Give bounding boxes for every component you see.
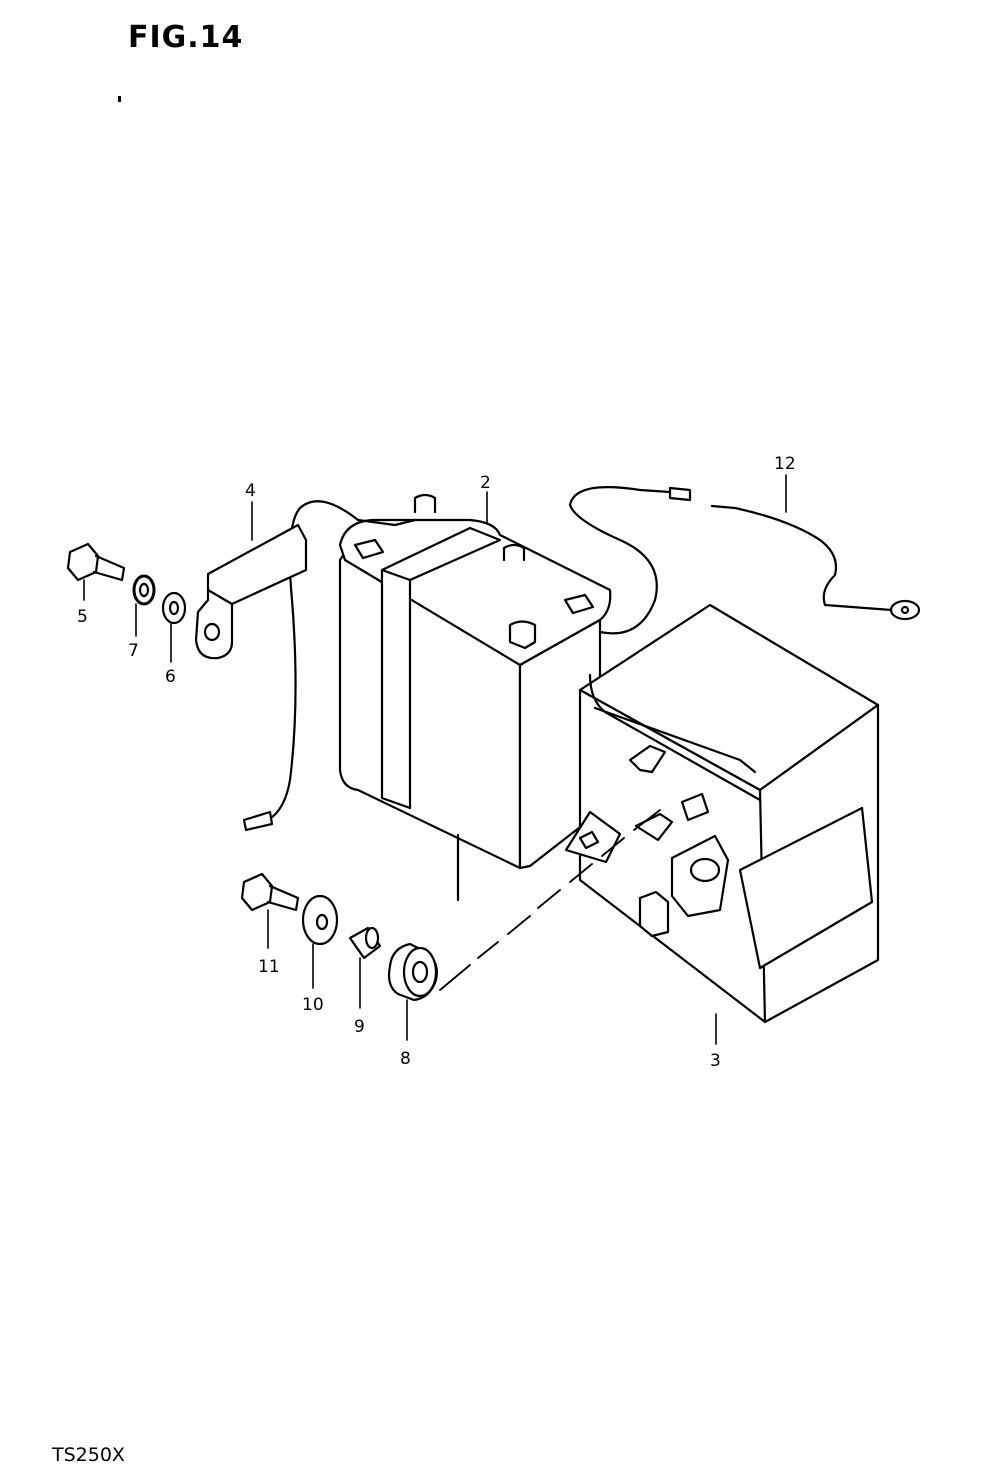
callout-5: 5 [77,607,88,627]
callout-6: 6 [165,667,176,687]
spacer-icon [348,926,382,960]
bracket-icon [194,523,308,660]
lead-wire-icon [242,500,417,832]
figure-title: FIG.14 [128,20,244,55]
lead-wire-icon [568,486,921,635]
callout-7: 7 [128,641,139,661]
bolt-icon [240,872,300,912]
washer-icon [132,574,156,606]
scan-dot [118,96,121,102]
leader-lines [83,474,787,1045]
callout-10: 10 [302,995,324,1015]
battery-icon [338,493,612,902]
washer-icon [161,591,187,625]
callout-labels: 2 3 4 5 6 7 8 9 10 11 12 [77,454,796,1071]
callout-11: 11 [258,957,280,977]
callout-12: 12 [774,454,796,474]
callout-9: 9 [354,1017,365,1037]
grommet-icon [387,942,438,1002]
callout-4: 4 [245,481,256,501]
battery-case-icon [564,603,880,1024]
callout-3: 3 [710,1051,721,1071]
model-code: TS250X [52,1444,125,1466]
bolt-icon [66,542,126,582]
washer-icon [301,894,339,946]
callout-8: 8 [400,1049,411,1069]
callout-2: 2 [480,473,491,493]
